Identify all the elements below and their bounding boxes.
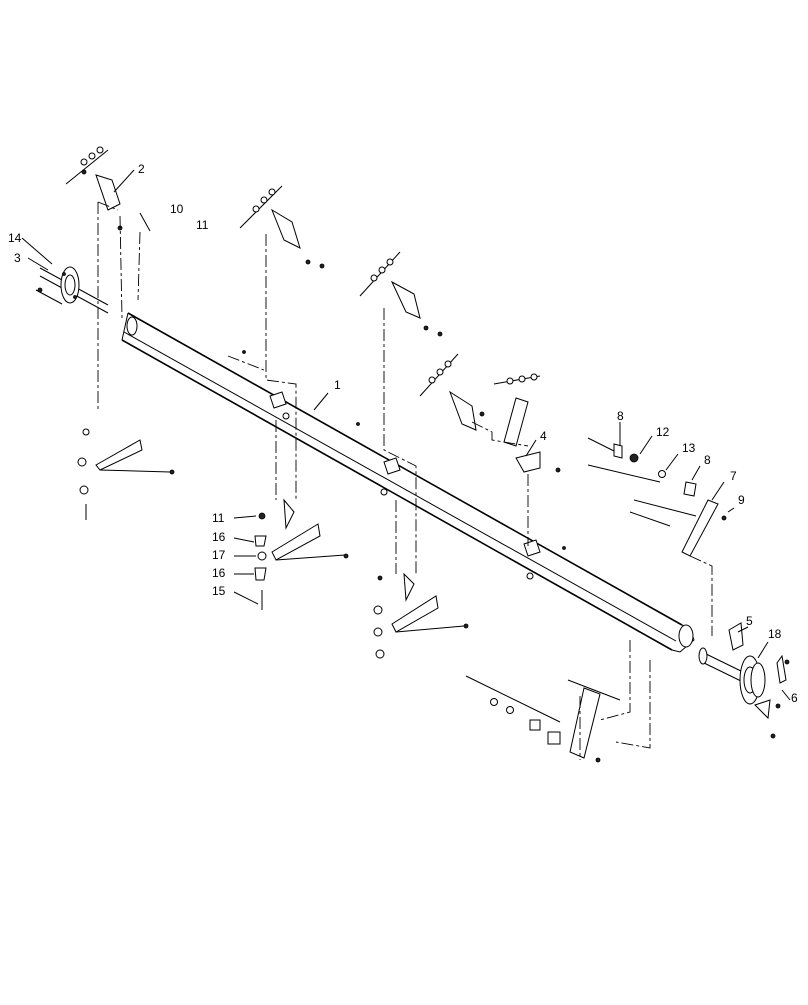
- callout-14: 14: [8, 231, 22, 245]
- callout-17: 17: [212, 548, 226, 562]
- callout-9: 9: [738, 493, 745, 507]
- callout-16a: 16: [212, 530, 226, 544]
- main-tube: [121, 312, 695, 653]
- callout-13: 13: [682, 441, 696, 455]
- lower-arm-middle: [254, 498, 349, 610]
- left-shaft-assembly: [35, 266, 109, 314]
- top-bracket-4: [419, 353, 485, 431]
- callout-12: 12: [656, 425, 670, 439]
- callout-1: 1: [334, 378, 341, 392]
- callout-8a: 8: [617, 409, 624, 423]
- callout-6: 6: [791, 691, 798, 705]
- assembly-centerlines: [97, 201, 713, 760]
- top-bracket-2: [239, 185, 325, 269]
- tube-clamps: [242, 350, 566, 580]
- callout-11b: 11: [212, 511, 225, 525]
- top-bracket-3: [359, 251, 443, 337]
- callout-7: 7: [730, 469, 737, 483]
- callout-18: 18: [768, 627, 782, 641]
- callout-2: 2: [138, 162, 145, 176]
- lower-arm-left: [77, 428, 175, 520]
- callout-leaders: [21, 169, 791, 701]
- callout-labels: 1 2 3 4 5 6 7 8 8 9 10 11 11 12 13 14 15…: [8, 162, 798, 705]
- callout-3: 3: [14, 251, 21, 265]
- callout-10: 10: [170, 202, 184, 216]
- right-hardware: [587, 437, 727, 557]
- bottom-cluster: [465, 675, 621, 763]
- right-shaft-assembly: [698, 622, 790, 739]
- callout-16b: 16: [212, 566, 226, 580]
- top-bracket-5: [493, 373, 561, 473]
- callout-4: 4: [540, 429, 547, 443]
- lower-arm-right: [373, 572, 469, 659]
- callout-11a: 11: [196, 218, 209, 232]
- callout-5: 5: [746, 614, 753, 628]
- callout-8b: 8: [704, 453, 711, 467]
- top-bracket-left: [65, 146, 123, 231]
- callout-15: 15: [212, 584, 226, 598]
